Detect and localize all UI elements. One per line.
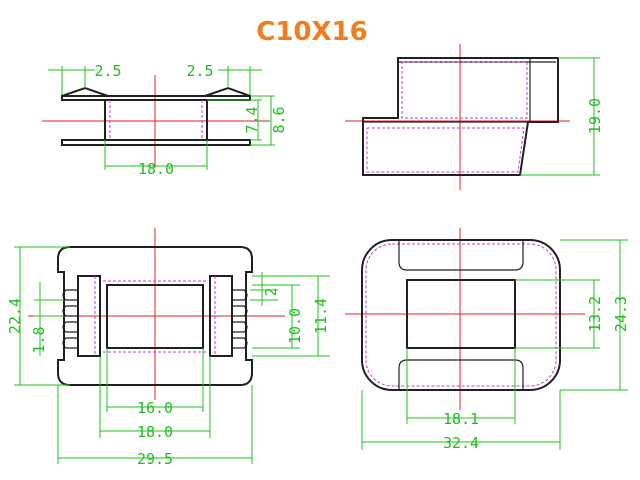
front-left-clip — [61, 86, 109, 97]
dim-inner-width: 16.0 — [137, 399, 173, 417]
drawing-title: C10X16 — [256, 17, 368, 47]
dim-core-width: 18.0 — [137, 423, 173, 441]
dim-flange-right: 2.5 — [186, 62, 213, 80]
dim-bottom-inner-width: 18.1 — [443, 410, 479, 428]
dim-flange-left: 2.5 — [94, 62, 121, 80]
front-right-clip — [204, 86, 251, 97]
front-body — [104, 99, 208, 141]
top-view: 22.4 1.8 2 10.0 11.4 16.0 18.0 2 — [6, 228, 330, 468]
dim-overall-width: 29.5 — [137, 450, 173, 468]
dim-side-height: 19.0 — [586, 98, 604, 134]
side-hidden-upper — [401, 61, 528, 119]
dim-pin-pitch: 1.8 — [30, 326, 48, 353]
bottom-top-recess — [398, 240, 524, 271]
front-view: 2.5 2.5 18.0 7.4 8.6 — [42, 62, 288, 178]
top-window — [106, 284, 204, 349]
front-bottom-flange — [61, 139, 251, 146]
dim-bottom-overall-width: 32.4 — [443, 434, 479, 452]
bottom-bottom-recess — [398, 359, 524, 390]
dim-bottom-overall-height: 24.3 — [612, 296, 630, 332]
dim-window-outer: 11.4 — [312, 298, 330, 334]
bottom-hidden-outline — [365, 243, 557, 387]
dim-bottom-inner-height: 13.2 — [586, 296, 604, 332]
dim-window-inner: 10.0 — [286, 308, 304, 344]
dim-front-width: 18.0 — [138, 160, 174, 178]
dim-height-total: 8.6 — [270, 106, 288, 133]
side-hidden-lower — [366, 127, 525, 173]
bottom-view: 13.2 24.3 18.1 32.4 — [345, 228, 630, 452]
bottom-outline — [361, 239, 561, 391]
top-right-pins — [232, 289, 248, 349]
dim-top-overall-height: 22.4 — [6, 298, 24, 334]
top-outline — [57, 246, 253, 386]
dim-gap: 2 — [262, 287, 280, 296]
top-left-pins — [62, 289, 78, 349]
dim-height-inner: 7.4 — [243, 106, 261, 133]
side-view: 19.0 — [345, 44, 604, 190]
bottom-window — [406, 279, 516, 349]
